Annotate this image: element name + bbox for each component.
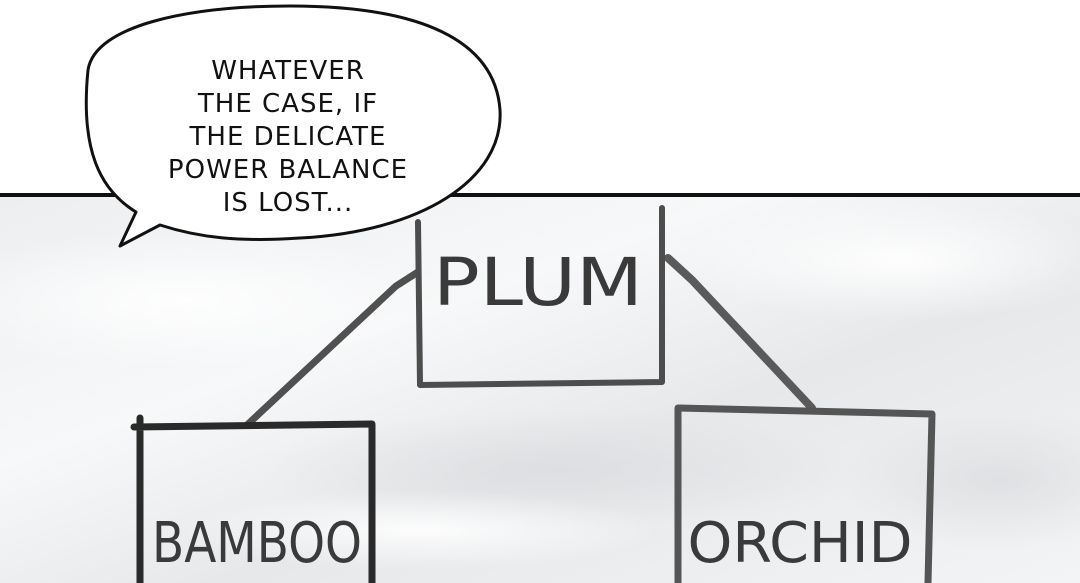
plum-label: PLUM — [433, 244, 643, 321]
bubble-line-2: THE CASE, IF — [197, 89, 378, 119]
orchid-node: ORCHID — [674, 404, 936, 583]
orchid-label: ORCHID — [688, 511, 913, 576]
bubble-line-3: THE DELICATE — [189, 122, 387, 152]
bubble-line-5: IS LOST... — [223, 188, 354, 218]
bubble-line-4: POWER BALANCE — [168, 155, 408, 185]
connector-plum-orchid — [664, 254, 816, 412]
speech-bubble: WHATEVER THE CASE, IF THE DELICATE POWER… — [84, 4, 502, 248]
plum-node: PLUM — [415, 205, 665, 388]
bamboo-node: BAMBOO — [130, 414, 376, 583]
connector-plum-bamboo — [244, 268, 422, 428]
bamboo-label: BAMBOO — [152, 511, 362, 576]
bubble-line-1: WHATEVER — [211, 56, 365, 86]
